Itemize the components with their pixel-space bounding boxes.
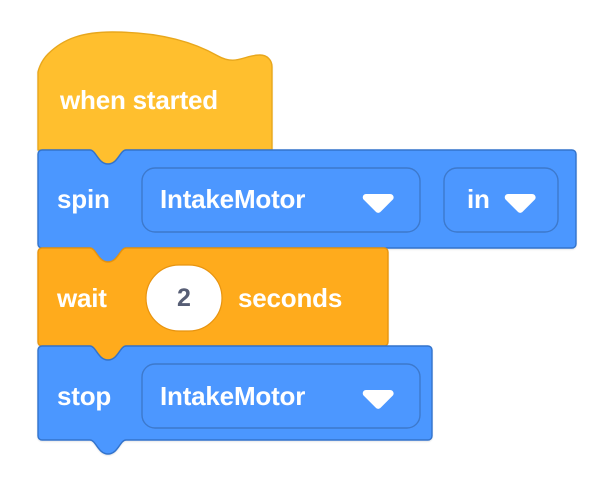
spin-motor-field-shape[interactable] [141,167,421,233]
wait-label: wait [57,283,107,313]
wait-seconds-label: seconds [238,283,343,313]
stop-motor-field-shape[interactable] [141,363,421,429]
stop-motor-field-value[interactable]: IntakeMotor [160,381,306,411]
stop-motor-chevron-down-icon[interactable] [362,390,394,409]
spin-direction-field-value[interactable]: in [467,184,490,214]
wait-duration-field-shape[interactable] [145,264,223,332]
spin-direction-chevron-down-icon[interactable] [504,194,536,213]
spin-motor-field-value[interactable]: IntakeMotor [160,184,306,214]
spin-label: spin [57,184,110,214]
stop-label: stop [57,381,112,411]
spin-direction-field-shape[interactable] [443,167,559,233]
wait-duration-field-value[interactable]: 2 [177,284,191,312]
when-started-label: when started [60,85,218,115]
spin-motor-chevron-down-icon[interactable] [362,194,394,213]
